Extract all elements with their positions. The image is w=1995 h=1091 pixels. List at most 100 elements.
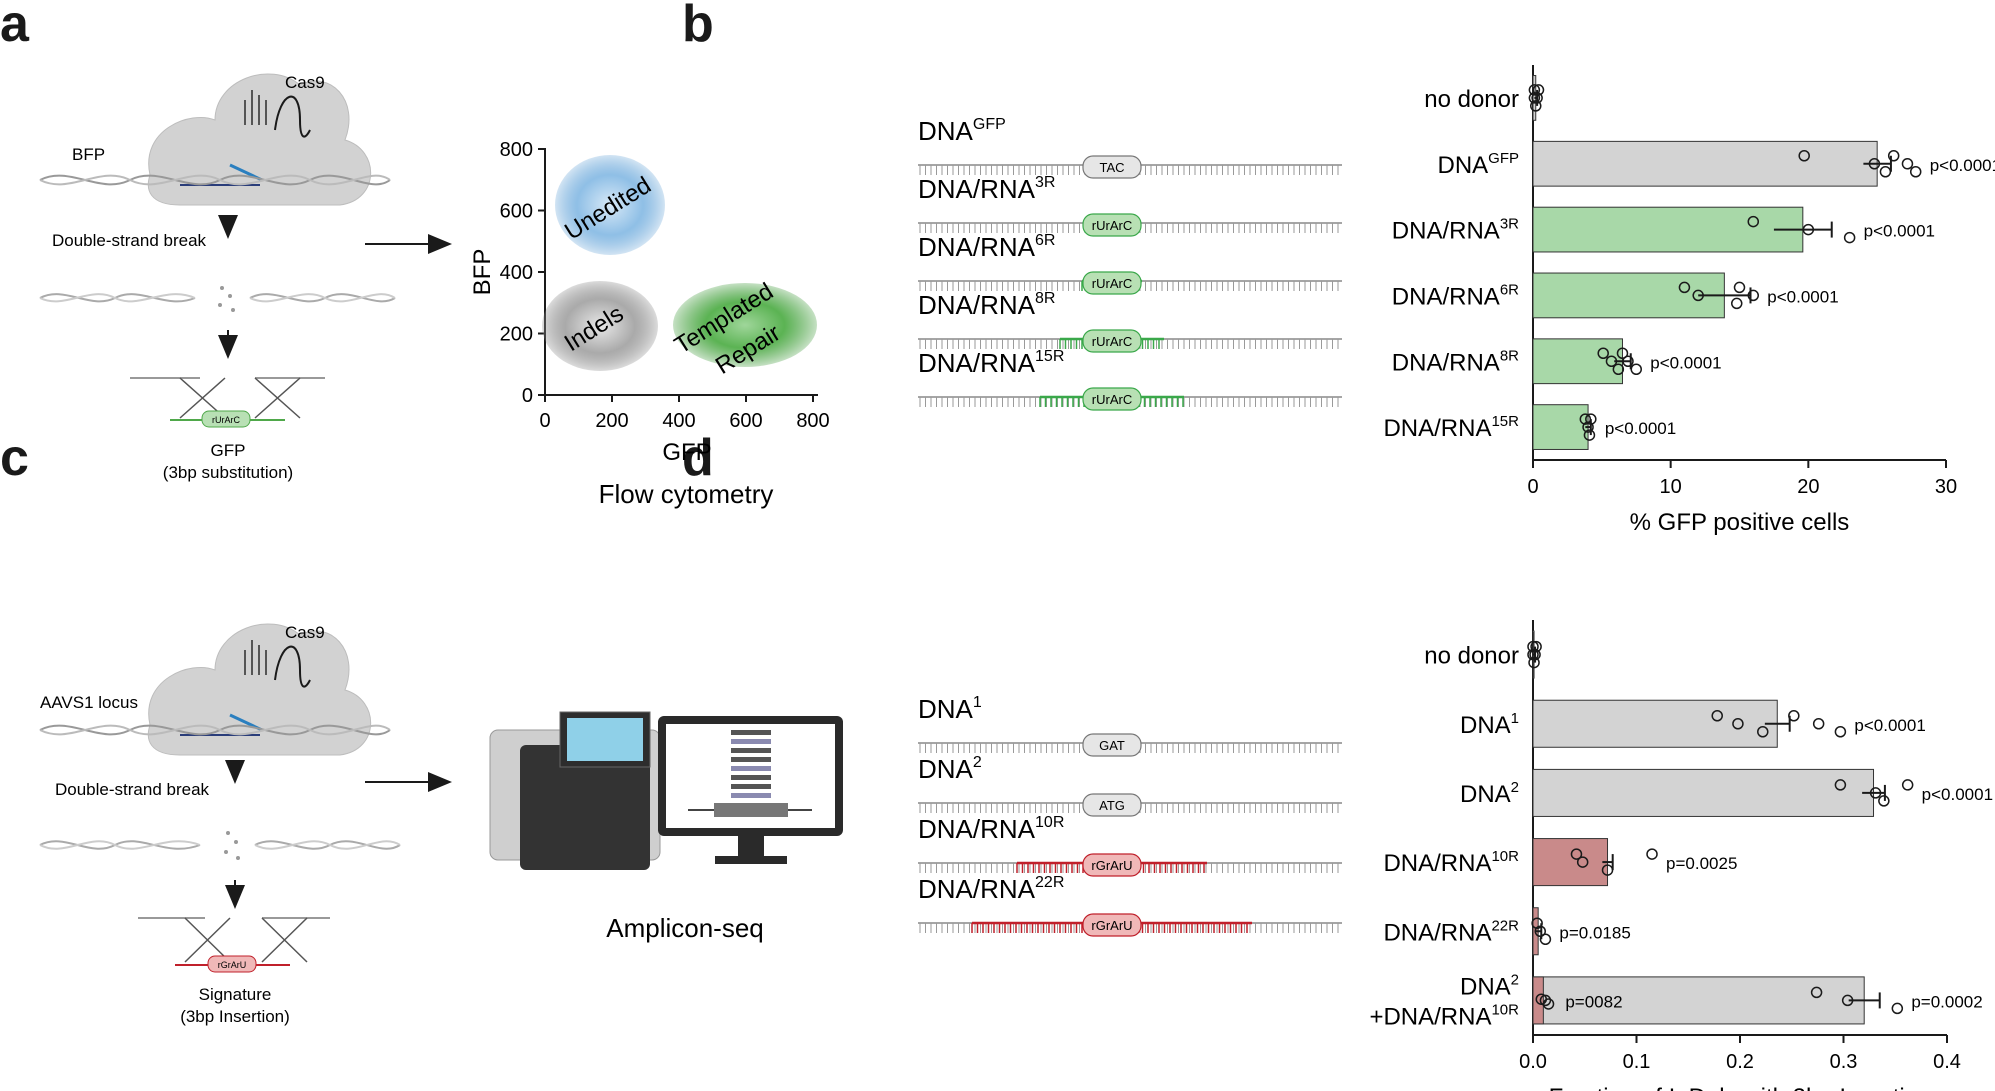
bar bbox=[1533, 339, 1622, 384]
category-label: no donor bbox=[1424, 643, 1519, 670]
pvalue-label: p<0.0001 bbox=[1854, 716, 1925, 735]
target-label-c: AAVS1 locus bbox=[40, 693, 138, 712]
read-bar bbox=[731, 766, 771, 771]
cas9-complex-a: Cas9 bbox=[148, 73, 370, 205]
read-bar bbox=[731, 757, 771, 762]
category-label: DNA2 bbox=[1460, 971, 1519, 1000]
flow-ytick-label: 400 bbox=[500, 262, 533, 284]
flow-xtick-label: 200 bbox=[595, 410, 628, 432]
donor-label-4: DNA/RNA15R bbox=[918, 348, 1064, 378]
data-point bbox=[1631, 364, 1641, 374]
data-point bbox=[1732, 298, 1742, 308]
cas9-label-c: Cas9 bbox=[285, 623, 325, 642]
bar bbox=[1533, 273, 1724, 318]
chart-xtick-label: 0 bbox=[1527, 476, 1538, 498]
donor-label-3: DNA/RNA22R bbox=[918, 874, 1064, 904]
flow-xtick-label: 800 bbox=[796, 410, 829, 432]
dsb-label-a: Double-strand break bbox=[52, 231, 207, 250]
sequencer-illustration: Amplicon-seq bbox=[490, 712, 843, 943]
flow-xtick-label: 0 bbox=[539, 410, 550, 432]
sequencer-display bbox=[567, 718, 643, 761]
category-label: DNA/RNA6R bbox=[1392, 281, 1519, 310]
repair-template-c: rGrArU bbox=[138, 918, 330, 972]
chart-xtick-label: 0.4 bbox=[1933, 1051, 1961, 1073]
pvalue-label: p<0.0001 bbox=[1767, 287, 1838, 306]
donor-label-0: DNA1 bbox=[918, 694, 982, 724]
donor-tag-text: TAC bbox=[1099, 160, 1124, 175]
bar bbox=[1533, 700, 1777, 747]
panel-a-schematic: Cas9 BFP Double-strand break rUrArC GFP … bbox=[40, 73, 395, 482]
chart-xtick-label: 0.2 bbox=[1726, 1051, 1754, 1073]
data-point bbox=[1911, 167, 1921, 177]
read-bar bbox=[731, 748, 771, 753]
panel-b-donors: DNAGFP TAC DNA/RNA3R rUrArC DNA/RNA6R rUrArC D… bbox=[918, 116, 1342, 410]
category-label: DNA2 bbox=[1460, 779, 1519, 808]
target-label-a: BFP bbox=[72, 145, 105, 164]
monitor-stand bbox=[738, 836, 764, 858]
donor-tag-text: rUrArC bbox=[1092, 276, 1132, 291]
chart-xlabel: Fraction of InDels with 3bp Insertion bbox=[1549, 1084, 1932, 1091]
data-point bbox=[1879, 796, 1889, 806]
pvalue-label: p<0.0001 bbox=[1605, 419, 1676, 438]
category-label: no donor bbox=[1424, 86, 1519, 113]
data-point bbox=[1647, 849, 1657, 859]
result-label-a: GFP bbox=[211, 441, 246, 460]
flow-ylabel: BFP bbox=[469, 249, 496, 296]
sequencer-caption: Amplicon-seq bbox=[606, 913, 764, 943]
pvalue-label: p<0.0001 bbox=[1650, 353, 1721, 372]
panel-d-donors: DNA1GATDNA2ATGDNA/RNA10RrGrArUDNA/RNA22R… bbox=[918, 694, 1342, 936]
read-bar bbox=[731, 775, 771, 780]
pvalue-label: p<0.0001 bbox=[1930, 156, 1995, 175]
result-sub-c: (3bp Insertion) bbox=[180, 1007, 290, 1026]
donor-tag-text: ATG bbox=[1099, 798, 1125, 813]
category-label: DNA/RNA10R bbox=[1383, 848, 1519, 877]
category-label: DNA/RNA22R bbox=[1383, 917, 1519, 946]
pvalue-label: p<0.0001 bbox=[1864, 222, 1935, 241]
data-point bbox=[1892, 1003, 1902, 1013]
bar bbox=[1533, 839, 1608, 886]
dsb-label-c: Double-strand break bbox=[55, 780, 210, 799]
data-point bbox=[1835, 727, 1845, 737]
donor-tag-text: rGrArU bbox=[1091, 858, 1132, 873]
data-point bbox=[1735, 282, 1745, 292]
donor-tag-a: rUrArC bbox=[212, 415, 240, 425]
donor-tag-text: rUrArC bbox=[1092, 334, 1132, 349]
chart-xtick-label: 30 bbox=[1935, 476, 1957, 498]
read-bar bbox=[731, 793, 771, 798]
read-bar bbox=[731, 730, 771, 735]
donor-label-3: DNA/RNA8R bbox=[918, 290, 1055, 320]
chart-xtick-label: 20 bbox=[1797, 476, 1819, 498]
category-label: DNA1 bbox=[1460, 710, 1519, 739]
read-bar bbox=[731, 739, 771, 744]
category-label: DNA/RNA8R bbox=[1392, 347, 1519, 376]
donor-label-0: DNAGFP bbox=[918, 116, 1006, 146]
cas9-complex-c: Cas9 bbox=[148, 623, 370, 755]
bar bbox=[1533, 141, 1877, 186]
bar bbox=[1533, 207, 1803, 252]
cas9-label-a: Cas9 bbox=[285, 73, 325, 92]
read-bar bbox=[731, 784, 771, 789]
panel-b-chart: 0102030% GFP positive cellsno donorDNAGF… bbox=[1383, 65, 1995, 536]
donor-tag-text: GAT bbox=[1099, 738, 1125, 753]
flow-xtick-label: 400 bbox=[662, 410, 695, 432]
broken-dna-c bbox=[40, 831, 400, 860]
donor-label-1: DNA/RNA3R bbox=[918, 174, 1055, 204]
donor-label-1: DNA2 bbox=[918, 754, 982, 784]
donor-tag-text: rGrArU bbox=[1091, 918, 1132, 933]
donor-label-2: DNA/RNA6R bbox=[918, 232, 1055, 262]
pvalue-label: p=0.0185 bbox=[1559, 923, 1630, 942]
pvalue-label: p=0.0025 bbox=[1666, 854, 1737, 873]
overlay-pvalue: p=0082 bbox=[1565, 992, 1622, 1011]
data-point bbox=[1814, 719, 1824, 729]
data-point bbox=[1880, 167, 1890, 177]
flow-xtick-label: 600 bbox=[729, 410, 762, 432]
category-label: DNAGFP bbox=[1437, 150, 1519, 179]
panel-d-chart: 0.00.10.20.30.4Fraction of InDels with 3… bbox=[1369, 620, 1993, 1091]
category-label-line2: +DNA/RNA10R bbox=[1369, 1001, 1519, 1030]
flow-ytick-label: 800 bbox=[500, 139, 533, 161]
donor-tag-text: rUrArC bbox=[1092, 218, 1132, 233]
flow-ytick-label: 200 bbox=[500, 324, 533, 346]
data-point bbox=[1903, 780, 1913, 790]
overlay-bar bbox=[1533, 977, 1543, 1024]
